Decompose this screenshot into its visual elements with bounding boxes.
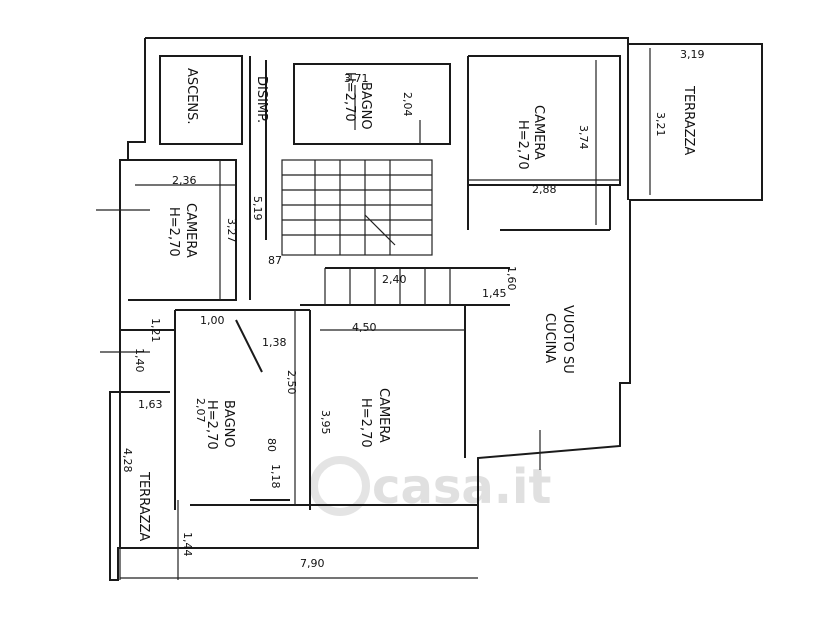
dim-428: 4,28 (121, 448, 134, 473)
label-terrazza-bl: TERRAZZA (136, 471, 151, 541)
dim-207: 2,07 (194, 398, 207, 423)
dim-138: 1,38 (262, 336, 287, 349)
label-bagno-bottom-height: H=2,70 (204, 400, 219, 450)
label-disimp: DISIMP. (254, 76, 269, 123)
label-bagno-bottom: BAGNO (221, 400, 236, 448)
dim-100: 1,00 (200, 314, 225, 327)
dimension-lines (96, 48, 651, 580)
dim-374: 3,74 (577, 125, 590, 150)
dim-160: 1,60 (505, 266, 518, 291)
dim-80: 80 (265, 438, 278, 452)
dim-140: 1,40 (133, 348, 146, 373)
label-camera-center-height: H=2,70 (358, 398, 373, 448)
label-camera-left: CAMERA (183, 203, 198, 258)
dim-121: 1,21 (149, 318, 162, 343)
dim-204: 2,04 (401, 92, 414, 117)
dim-321: 3,21 (654, 112, 667, 137)
dim-144: 1,44 (181, 532, 194, 557)
dim-250: 2,50 (285, 370, 298, 395)
dim-163: 1,63 (138, 398, 163, 411)
label-camera-tr: CAMERA (531, 105, 546, 160)
label-bagno-top: BAGNO (358, 82, 373, 130)
label-vuoto-line2: CUCINA (542, 313, 557, 363)
watermark: casa.it (310, 456, 551, 516)
dim-395: 3,95 (319, 410, 332, 435)
label-camera-left-height: H=2,70 (166, 207, 181, 257)
label-ascens: ASCENS. (184, 68, 199, 125)
staircase (281, 159, 451, 305)
label-bagno-top-height: H=2,70 (342, 72, 357, 122)
dim-790: 7,90 (300, 557, 325, 570)
dim-240: 2,40 (382, 273, 407, 286)
label-camera-center: CAMERA (376, 388, 391, 443)
dim-519: 5,19 (251, 196, 264, 221)
dim-145: 1,45 (482, 287, 507, 300)
dim-118: 1,18 (269, 464, 282, 489)
watermark-text: casa.it (372, 459, 551, 515)
dim-371: 3,71 (344, 72, 369, 85)
dim-87: 87 (268, 254, 282, 267)
outer-walls (109, 37, 763, 581)
dim-450: 4,50 (352, 321, 377, 334)
dim-319: 3,19 (680, 48, 705, 61)
dim-288: 2,88 (532, 183, 557, 196)
label-vuoto-line1: VUOTO SU (560, 305, 575, 374)
dim-327: 3,27 (225, 218, 238, 243)
label-terrazza-tr: TERRAZZA (681, 85, 696, 155)
label-camera-tr-height: H=2,70 (515, 120, 530, 170)
dim-236: 2,36 (172, 174, 197, 187)
